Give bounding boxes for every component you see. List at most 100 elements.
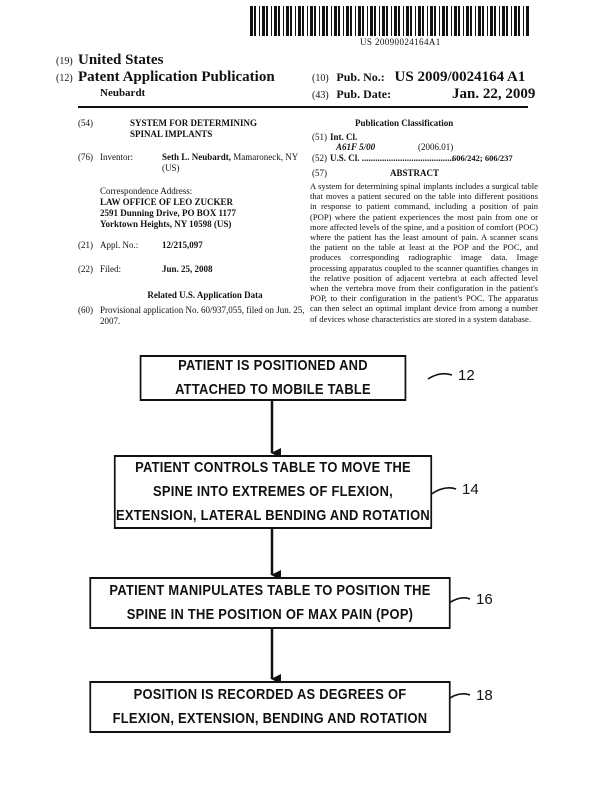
inventor-place: Mamaroneck, NY (US) <box>162 152 298 173</box>
barcode-bar <box>379 6 380 36</box>
barcode-bar <box>355 6 356 36</box>
step-line: PATIENT CONTROLS TABLE TO MOVE THE <box>135 459 411 476</box>
barcode-bar <box>326 6 328 36</box>
barcode-bar <box>514 6 517 36</box>
country-code: (19) <box>56 56 73 67</box>
barcode-bar <box>283 6 284 36</box>
abstract-code: (57) <box>312 168 327 178</box>
barcode-bar <box>350 6 352 36</box>
pubno-value: US 2009/0024164 A1 <box>394 69 526 85</box>
appl-number: 12/215,097 <box>162 240 203 250</box>
barcode-bar <box>307 6 308 36</box>
barcode-bar <box>403 6 404 36</box>
barcode-number: US 20090024164A1 <box>360 37 441 47</box>
pubno-code: (10) <box>312 73 329 84</box>
barcode-bar <box>451 6 452 36</box>
abstract-text: A system for determining spinal implants… <box>310 181 538 324</box>
appl-label: Appl. No.: <box>100 240 139 250</box>
barcode-bar <box>322 6 325 36</box>
prov-code: (60) <box>78 305 93 315</box>
barcode-bar <box>362 6 364 36</box>
barcode-bar <box>398 6 400 36</box>
barcode-bar <box>511 6 512 36</box>
uscl-label-text: U.S. Cl. ...............................… <box>330 153 455 163</box>
barcode-bar <box>523 6 524 36</box>
barcode-bar <box>346 6 349 36</box>
inventor-label: Inventor: <box>100 152 133 162</box>
correspondence-label: Correspondence Address: <box>100 186 193 196</box>
barcode-bar <box>466 6 469 36</box>
publication-classification-heading: Publication Classification <box>355 118 454 128</box>
step-line: ATTACHED TO MOBILE TABLE <box>175 381 371 398</box>
barcode-bar <box>463 6 464 36</box>
appl-code: (21) <box>78 240 93 250</box>
barcode-bar <box>358 6 361 36</box>
intcl-year: (2006.01) <box>418 142 454 152</box>
pubdate-label: Pub. Date: <box>336 87 392 101</box>
barcode-bar <box>442 6 445 36</box>
provisional-application: Provisional application No. 60/937,055, … <box>100 305 305 326</box>
ref-leader <box>427 372 453 380</box>
barcode-bar <box>487 6 488 36</box>
barcode-bar <box>475 6 476 36</box>
uscl-value: 606/242; 606/237 <box>452 153 513 163</box>
step-line: PATIENT IS POSITIONED AND <box>178 357 368 374</box>
barcode-bar <box>391 6 392 36</box>
barcode-bar <box>446 6 448 36</box>
barcode-bar <box>374 6 376 36</box>
publication-type: Patent Application Publication <box>78 69 275 85</box>
flow-step-14: PATIENT CONTROLS TABLE TO MOVE THE SPINE… <box>113 455 433 529</box>
barcode-bar <box>415 6 416 36</box>
barcode <box>250 6 529 36</box>
step-line: SPINE IN THE POSITION OF MAX PAIN (POP) <box>126 606 414 623</box>
barcode-bar <box>343 6 344 36</box>
barcode-bar <box>434 6 436 36</box>
barcode-bar <box>295 6 296 36</box>
uscl-label: U.S. Cl. ...............................… <box>330 153 454 164</box>
barcode-bar <box>526 6 529 36</box>
barcode-bar <box>454 6 457 36</box>
barcode-bar <box>422 6 424 36</box>
correspondence-line: Yorktown Heights, NY 10598 (US) <box>100 219 232 229</box>
publication-number: (10) Pub. No.: US 2009/0024164 A1 <box>312 69 525 86</box>
correspondence-line: LAW OFFICE OF LEO ZUCKER <box>100 197 234 207</box>
intcl-value: A61F 5/00 <box>336 142 376 152</box>
type-code: (12) <box>56 73 73 84</box>
invention-title: SYSTEM FOR DETERMINING SPINAL IMPLANTS <box>130 118 258 139</box>
barcode-bar <box>250 6 253 36</box>
barcode-bar <box>334 6 337 36</box>
filed-code: (22) <box>78 264 93 274</box>
barcode-bar <box>278 6 280 36</box>
barcode-bar <box>338 6 340 36</box>
pubno-label: Pub. No.: <box>336 70 385 84</box>
barcode-bar <box>430 6 433 36</box>
barcode-bar <box>386 6 388 36</box>
correspondence-address: Correspondence Address: LAW OFFICE OF LE… <box>100 186 310 230</box>
ref-numeral: 14 <box>462 481 479 498</box>
ref-numeral: 16 <box>476 591 493 608</box>
barcode-bar <box>458 6 460 36</box>
barcode-bar <box>494 6 496 36</box>
barcode-bar <box>331 6 332 36</box>
barcode-bar <box>427 6 428 36</box>
barcode-bar <box>271 6 272 36</box>
barcode-bar <box>439 6 440 36</box>
barcode-bar <box>286 6 289 36</box>
header-divider <box>78 106 528 108</box>
barcode-bar <box>259 6 260 36</box>
flow-step-16: PATIENT MANIPULATES TABLE TO POSITION TH… <box>89 577 451 629</box>
step-line: EXTENSION, LATERAL BENDING AND ROTATION <box>116 507 430 524</box>
publication-type-heading: (12) Patent Application Publication <box>56 69 275 86</box>
filed-date: Jun. 25, 2008 <box>162 264 213 274</box>
barcode-bar <box>418 6 421 36</box>
pubdate-value: Jan. 22, 2009 <box>452 86 536 102</box>
barcode-bar <box>254 6 256 36</box>
barcode-bar <box>499 6 500 36</box>
barcode-bar <box>298 6 301 36</box>
inventor-name: Seth L. Neubardt, <box>162 152 232 162</box>
barcode-bar <box>478 6 481 36</box>
barcode-bar <box>490 6 493 36</box>
barcode-bar <box>274 6 277 36</box>
ref-numeral: 12 <box>458 367 475 384</box>
barcode-bar <box>310 6 313 36</box>
